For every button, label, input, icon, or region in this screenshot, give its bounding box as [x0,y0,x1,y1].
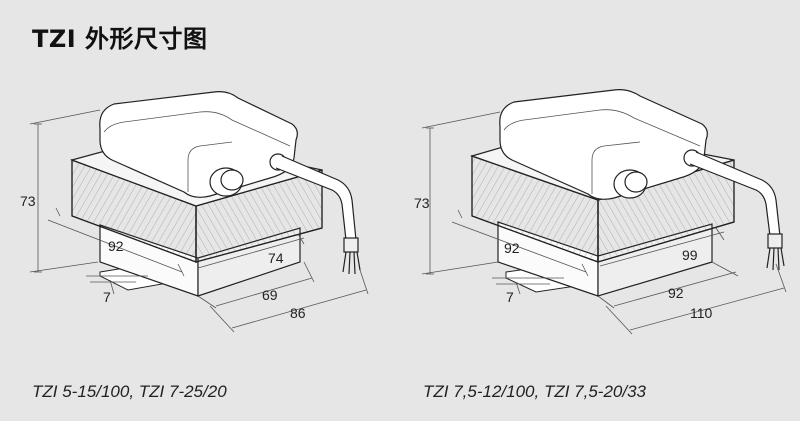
dimension-foot-offset: 7 [492,277,564,305]
cable-gland-inner [220,169,244,191]
dim-width-front-label: 92 [108,238,124,254]
dim-width-side-label: 99 [682,247,698,263]
dimension-height: 73 [20,109,101,273]
dimension-overall-depth: 110 [605,263,787,335]
cable-gland-inner [624,171,648,193]
dim-width-side-label: 74 [268,250,284,266]
dimension-width-side: 99 [599,227,725,267]
dimension-foot-depth: 69 [197,261,315,309]
dim-overall-depth-label: 110 [690,305,713,321]
page-title: TZI 外形尺寸图 [32,25,208,53]
dimension-width-front: 92 [451,209,589,277]
caption-left: TZI 5-15/100, TZI 7-25/20 [32,382,227,401]
dim-height-label: 73 [414,195,430,211]
dimension-foot-offset: 7 [86,275,148,305]
dimension-width-front: 92 [47,207,185,277]
dim-foot-depth-label: 92 [668,285,684,301]
dim-width-front-label: 92 [504,240,520,256]
dimension-overall-depth: 86 [209,269,369,333]
dimension-foot-depth: 92 [597,261,739,309]
dim-foot-offset-label: 7 [506,289,514,305]
cable [269,153,361,275]
dim-height-label: 73 [20,193,36,209]
transformer-drawing-right: 73 92 99 92 [414,89,787,335]
cable [683,149,785,271]
caption-right: TZI 7,5-12/100, TZI 7,5-20/33 [423,382,647,401]
coil-housing [99,91,298,198]
transformer-drawing-left: 73 92 74 69 [20,91,369,333]
dim-foot-offset-label: 7 [103,289,111,305]
dim-overall-depth-label: 86 [290,305,306,321]
dimension-height: 73 [414,111,501,275]
dim-foot-depth-label: 69 [262,287,278,303]
dimension-width-side: 74 [197,233,305,269]
